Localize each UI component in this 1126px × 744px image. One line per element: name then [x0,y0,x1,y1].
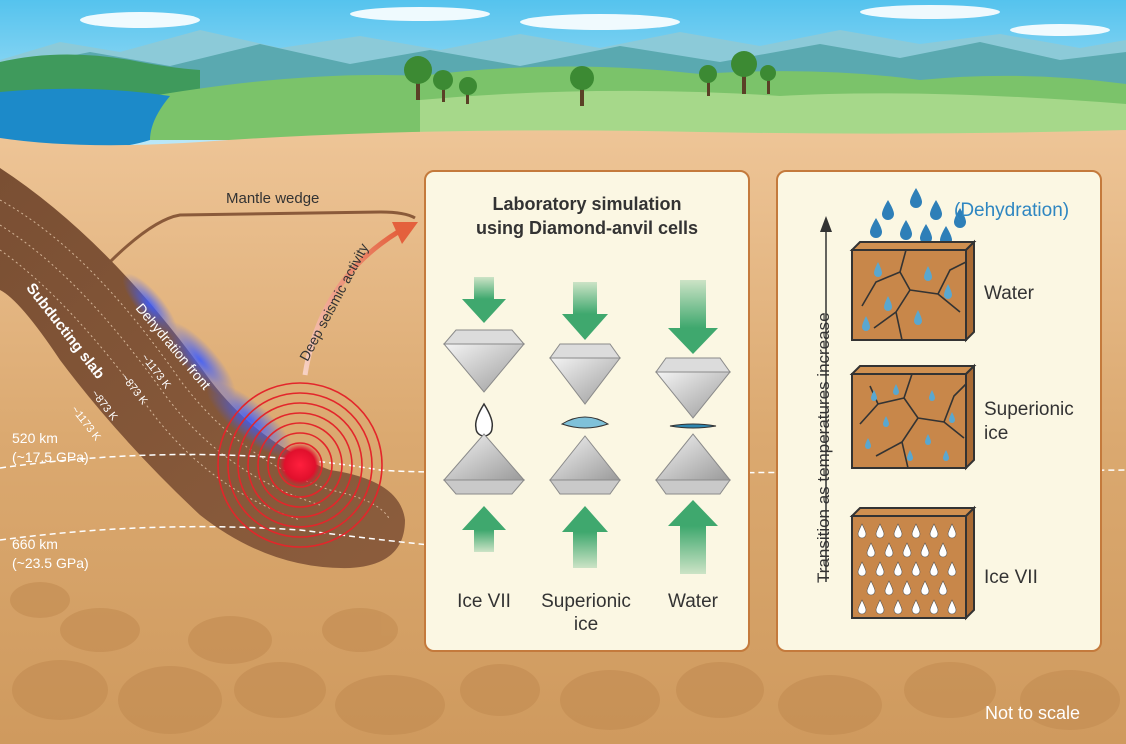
depth-660-label: 660 km [12,536,58,552]
ice-drop [929,523,939,539]
dac-caption-superionic: Superionic ice [541,591,631,635]
ice-drop [857,599,867,615]
seismic-arrow-shaft [302,229,400,376]
dehydration-glow-1 [164,321,236,399]
lab-simulation-panel: Laboratory simulation using Diamond-anvi… [424,170,750,652]
lake [0,88,170,150]
state-label-water: Water [984,283,1034,304]
diamond-anvil-cells [442,277,732,574]
block-ice-vii [849,505,977,621]
ice-transition-blocks [820,188,977,621]
dac-caption-water: Water [668,591,718,612]
transition-axis-label: Transition as temperatures increase [814,312,833,583]
ice-drop [857,561,867,577]
not-to-scale-label: Not to scale [985,703,1081,723]
ice-drop [929,561,939,577]
dehydration-glow-2 [206,382,294,458]
ice-drop [884,542,894,558]
mantle-wedge-line [98,210,416,274]
trees [404,51,776,106]
ice-drop [947,523,957,539]
ice-drop [947,561,957,577]
block-water [849,239,977,343]
mantle-wedge-label: Mantle wedge [226,190,320,207]
depth-520-label: 520 km [12,430,58,446]
lab-panel-title-2: using Diamond-anvil cells [475,218,699,238]
transition-panel: Transition as temperatures increase (Deh… [776,170,1102,652]
ice-drop [938,580,948,596]
pressure-520-label: (~17.5 GPa) [12,449,89,465]
ice-drop [920,542,930,558]
dac-column-ice-vii [442,277,526,552]
ice-drop [866,580,876,596]
ice-drop [902,542,912,558]
ice-drop [938,542,948,558]
seismic-arrow-head [392,222,418,244]
dac-column-water [654,280,732,574]
dehydration-drops [870,188,966,246]
pressure-660-label: (~23.5 GPa) [12,555,89,571]
ice-drop [902,580,912,596]
transition-axis-arrowhead [820,216,832,232]
seismic-rings [217,382,383,548]
ice-drop [884,580,894,596]
earthquake-hypocenter [278,443,322,487]
clouds [80,5,1110,36]
ice-drop [911,599,921,615]
ice-vii-drops [857,523,957,615]
dehydration-label: (Dehydration) [954,200,1070,221]
ice-drop [875,599,885,615]
dac-column-superionic [548,282,622,568]
ice-drop [857,523,867,539]
state-label-superionic: Superionic ice [984,399,1074,444]
ice-drop [875,523,885,539]
dehydration-glow-3 [122,273,178,337]
ice-drop [875,561,885,577]
ice-drop [911,523,921,539]
dac-caption-ice-vii: Ice VII [457,591,511,612]
state-label-ice-vii: Ice VII [984,567,1038,588]
deep-rocks [10,582,1120,735]
ice-drop [893,561,903,577]
ice-drop [893,523,903,539]
ice-drop [920,580,930,596]
ice-drop [866,542,876,558]
lab-panel-title-1: Laboratory simulation [492,194,682,214]
slab-isotherms [0,199,391,521]
ice-drop [893,599,903,615]
hill-left [0,54,200,100]
block-superionic [849,363,977,471]
ice-drop [911,561,921,577]
ice-drop [929,599,939,615]
ice-drop [947,599,957,615]
